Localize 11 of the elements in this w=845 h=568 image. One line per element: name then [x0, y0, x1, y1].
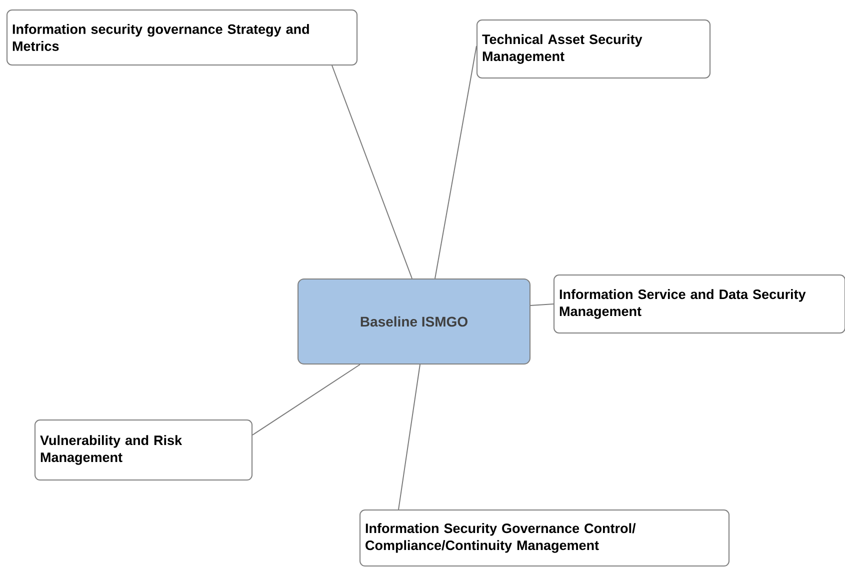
- topic-box: Vulnerability and Risk Management: [34, 420, 252, 480]
- connector-line: [530, 304, 554, 306]
- connector-line: [398, 364, 420, 510]
- connector-line: [434, 46, 477, 279]
- topic-box: Information security governance Strategy and Metrics: [6, 10, 358, 66]
- central-box: Baseline ISMGO: [298, 278, 530, 364]
- connector-line: [332, 65, 412, 279]
- topic-box: Technical Asset Security Management: [476, 20, 710, 78]
- connector-line: [252, 364, 360, 436]
- topic-box: Information Service and Data Security Management: [554, 274, 845, 334]
- topic-box: Information Security Governance Control/ Compliance/Continuity Management: [360, 510, 730, 566]
